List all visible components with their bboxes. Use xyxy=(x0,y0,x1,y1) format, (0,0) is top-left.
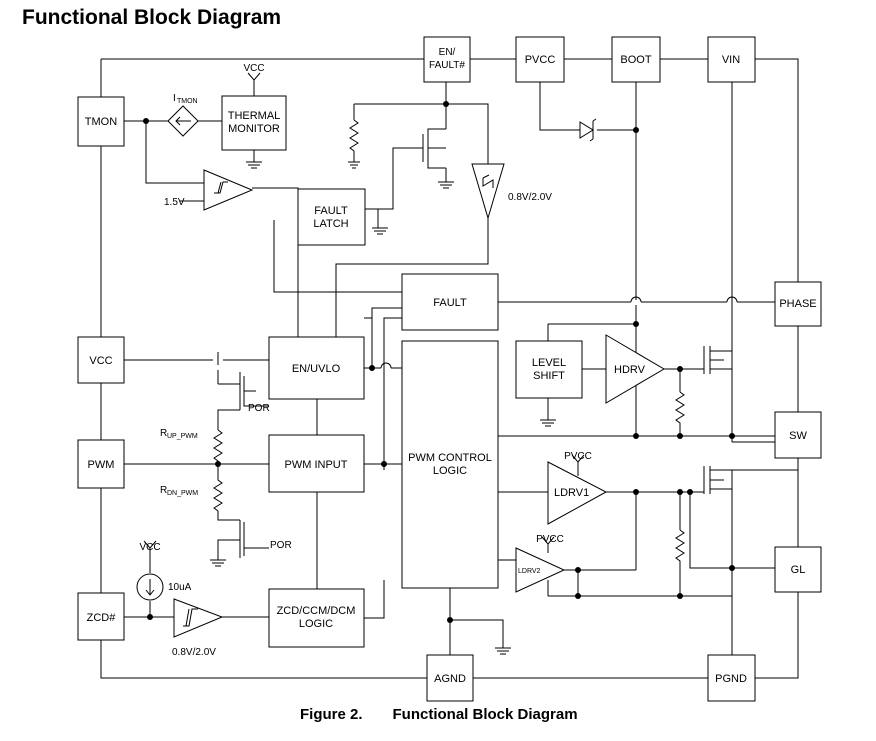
figure-caption: Figure 2. Functional Block Diagram xyxy=(300,706,578,723)
svg-text:ZCD/CCM/DCM: ZCD/CCM/DCM xyxy=(277,605,356,617)
pin-boot: BOOT xyxy=(611,36,661,83)
ldrv1-label: LDRV1 xyxy=(554,487,589,499)
ldrv2-label: LDRV2 xyxy=(518,568,541,575)
vref-1p5-label: 1.5V xyxy=(164,197,185,208)
svg-text:SHIFT: SHIFT xyxy=(533,370,565,382)
hdrv-label: HDRV xyxy=(614,364,646,376)
svg-text:PGND: PGND xyxy=(715,673,747,685)
vcc-thermal-label: VCC xyxy=(243,63,264,74)
svg-text:UP_PWM: UP_PWM xyxy=(167,433,198,440)
current-10ua-label: 10uA xyxy=(168,582,192,593)
por-upper-label: POR xyxy=(248,403,270,414)
junction-dots xyxy=(143,101,735,623)
figure-number: Figure 2. xyxy=(300,706,363,723)
svg-text:R: R xyxy=(160,485,167,496)
svg-text:LATCH: LATCH xyxy=(313,218,348,230)
rdn-label: R DN_PWM xyxy=(160,485,198,497)
itmon-label: I TMON xyxy=(173,93,198,105)
sense-diamond xyxy=(167,105,199,137)
svg-text:PVCC: PVCC xyxy=(525,54,556,66)
svg-text:PWM: PWM xyxy=(88,459,115,471)
zcd-threshold-label: 0.8V/2.0V xyxy=(172,647,216,658)
svg-text:AGND: AGND xyxy=(434,673,466,685)
svg-text:PWM CONTROL: PWM CONTROL xyxy=(408,452,492,464)
block-fault: FAULT xyxy=(401,273,499,331)
pin-vcc: VCC xyxy=(77,336,125,384)
pin-gl: GL xyxy=(774,546,822,593)
supply-arrows xyxy=(247,72,585,545)
pin-phase: PHASE xyxy=(774,281,822,327)
pin-sw: SW xyxy=(774,411,822,459)
pin-tmon: TMON xyxy=(77,96,125,147)
vcc-zcd-label: VCC xyxy=(139,542,160,553)
svg-text:GL: GL xyxy=(791,564,806,576)
pin-pwm: PWM xyxy=(77,439,125,489)
svg-text:VCC: VCC xyxy=(89,355,112,367)
drivers xyxy=(515,334,665,593)
svg-text:LOGIC: LOGIC xyxy=(433,465,467,477)
svg-text:SW: SW xyxy=(789,430,807,442)
svg-text:BOOT: BOOT xyxy=(620,54,651,66)
svg-text:FAULT: FAULT xyxy=(314,205,348,217)
svg-text:MONITOR: MONITOR xyxy=(228,123,280,135)
block-thermal-monitor: THERMAL MONITOR xyxy=(221,95,287,151)
svg-text:TMON: TMON xyxy=(177,98,198,105)
svg-text:THERMAL: THERMAL xyxy=(228,110,281,122)
svg-text:PHASE: PHASE xyxy=(779,298,816,310)
block-en-uvlo: EN/UVLO xyxy=(268,336,365,400)
current-source-icon xyxy=(136,540,164,601)
page-title: Functional Block Diagram xyxy=(22,6,282,29)
svg-text:FAULT#: FAULT# xyxy=(429,60,465,71)
block-pwm-input: PWM INPUT xyxy=(268,434,365,493)
svg-text:EN/: EN/ xyxy=(439,47,456,58)
figure-caption-text: Functional Block Diagram xyxy=(392,706,578,723)
pin-en-fault: EN/ FAULT# xyxy=(423,36,471,83)
pin-pvcc: PVCC xyxy=(515,36,565,83)
svg-text:ZCD#: ZCD# xyxy=(87,612,117,624)
svg-text:LEVEL: LEVEL xyxy=(532,357,566,369)
rup-label: R UP_PWM xyxy=(160,428,198,440)
svg-text:FAULT: FAULT xyxy=(433,297,467,309)
svg-text:R: R xyxy=(160,428,167,439)
pin-pgnd: PGND xyxy=(707,654,756,702)
pin-zcd: ZCD# xyxy=(77,592,125,641)
por-lower-label: POR xyxy=(270,540,292,551)
comparators xyxy=(173,163,505,638)
pin-vin: VIN xyxy=(707,36,756,83)
bootstrap-diode xyxy=(579,118,597,142)
svg-text:VIN: VIN xyxy=(722,54,740,66)
block-pwm-control-logic: PWM CONTROL LOGIC xyxy=(401,340,499,589)
pin-agnd: AGND xyxy=(426,654,474,702)
svg-text:I: I xyxy=(173,93,176,104)
svg-text:PWM INPUT: PWM INPUT xyxy=(285,459,348,471)
en-threshold-label: 0.8V/2.0V xyxy=(508,192,552,203)
svg-text:EN/UVLO: EN/UVLO xyxy=(292,363,341,375)
svg-text:LOGIC: LOGIC xyxy=(299,618,333,630)
block-zcd-logic: ZCD/CCM/DCM LOGIC xyxy=(268,588,365,648)
block-level-shift: LEVEL SHIFT xyxy=(515,340,583,399)
pvcc-ldrv2-label: PVCC xyxy=(536,534,564,545)
pvcc-ldrv1-label: PVCC xyxy=(564,451,592,462)
svg-text:TMON: TMON xyxy=(85,116,117,128)
svg-text:DN_PWM: DN_PWM xyxy=(167,490,198,497)
block-fault-latch: FAULT LATCH xyxy=(297,188,366,246)
